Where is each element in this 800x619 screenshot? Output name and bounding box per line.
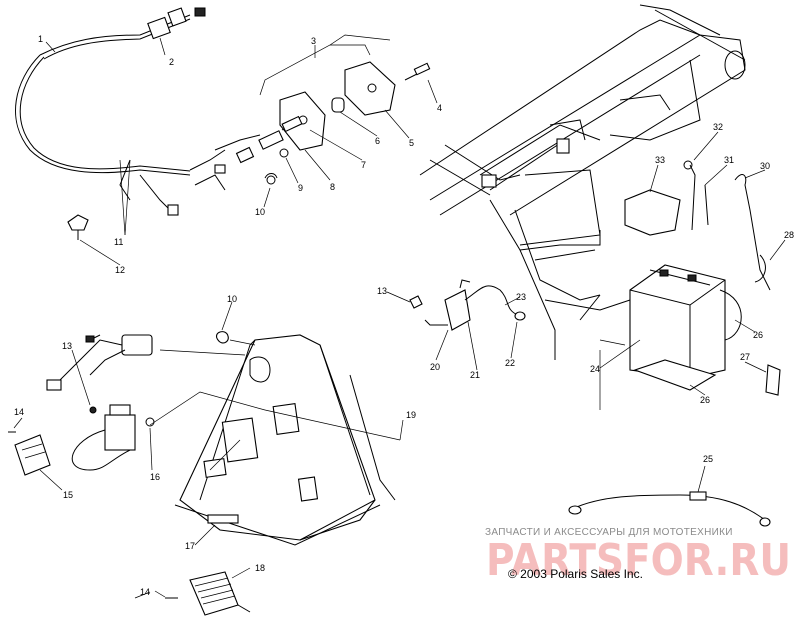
callout-28: 28 — [784, 230, 794, 240]
callout-25: 25 — [703, 454, 713, 464]
leader-lines — [13, 37, 786, 599]
callout-5: 5 — [409, 138, 414, 148]
callout-13-right: 13 — [377, 286, 387, 296]
callout-10-bottom: 10 — [227, 294, 237, 304]
watermark-logo: PARTSFOR.RU — [486, 535, 791, 586]
callout-9: 9 — [298, 183, 303, 193]
callout-27: 27 — [740, 352, 750, 362]
callout-numbers: 1 2 3 4 5 6 7 8 9 10 11 12 10 13 14 15 1… — [14, 34, 794, 597]
callout-10-top: 10 — [255, 207, 265, 217]
callout-21: 21 — [470, 370, 480, 380]
callout-3: 3 — [311, 36, 316, 46]
callout-1: 1 — [38, 34, 43, 44]
callout-22: 22 — [505, 358, 515, 368]
callout-11: 11 — [114, 237, 123, 247]
callout-14-left: 14 — [14, 407, 24, 417]
callout-2: 2 — [169, 57, 174, 67]
mounting-plate — [149, 334, 401, 546]
copyright-text: © 2003 Polaris Sales Inc. — [508, 567, 643, 581]
rectifier-part — [165, 571, 251, 616]
callout-18: 18 — [255, 563, 265, 573]
callout-31: 31 — [724, 155, 734, 165]
callout-15: 15 — [63, 490, 73, 500]
callout-20: 20 — [430, 362, 440, 372]
battery-assembly — [599, 160, 781, 410]
callout-8: 8 — [330, 182, 335, 192]
callout-16: 16 — [150, 472, 160, 482]
callout-4: 4 — [437, 103, 442, 113]
callout-12: 12 — [115, 265, 125, 275]
callout-32: 32 — [713, 122, 723, 132]
wire-harness — [15, 7, 301, 216]
watermark-caption: ЗАПЧАСТИ И АКСЕССУАРЫ ДЛЯ МОТОТЕХНИКИ — [485, 527, 733, 538]
callout-14-bottom: 14 — [140, 587, 150, 597]
clip-part — [67, 214, 89, 240]
bracket-part — [8, 431, 51, 476]
coil-assembly — [46, 331, 229, 471]
callout-33: 33 — [655, 155, 665, 165]
callout-7: 7 — [361, 160, 366, 170]
callout-30: 30 — [760, 161, 770, 171]
watermark: ЗАПЧАСТИ И АКСЕССУАРЫ ДЛЯ МОТОТЕХНИКИ PA… — [485, 527, 791, 586]
callout-24: 24 — [590, 364, 600, 374]
callout-6: 6 — [375, 136, 380, 146]
callout-13-left: 13 — [62, 341, 72, 351]
battery-cable — [568, 491, 771, 527]
frame-assembly — [419, 4, 746, 360]
callout-19: 19 — [406, 410, 416, 420]
relay-assembly — [409, 279, 526, 331]
callout-17: 17 — [185, 541, 195, 551]
lamp-assembly — [259, 34, 431, 185]
callout-26-lower: 26 — [700, 395, 710, 405]
callout-26-upper: 26 — [753, 330, 763, 340]
callout-23: 23 — [516, 292, 526, 302]
